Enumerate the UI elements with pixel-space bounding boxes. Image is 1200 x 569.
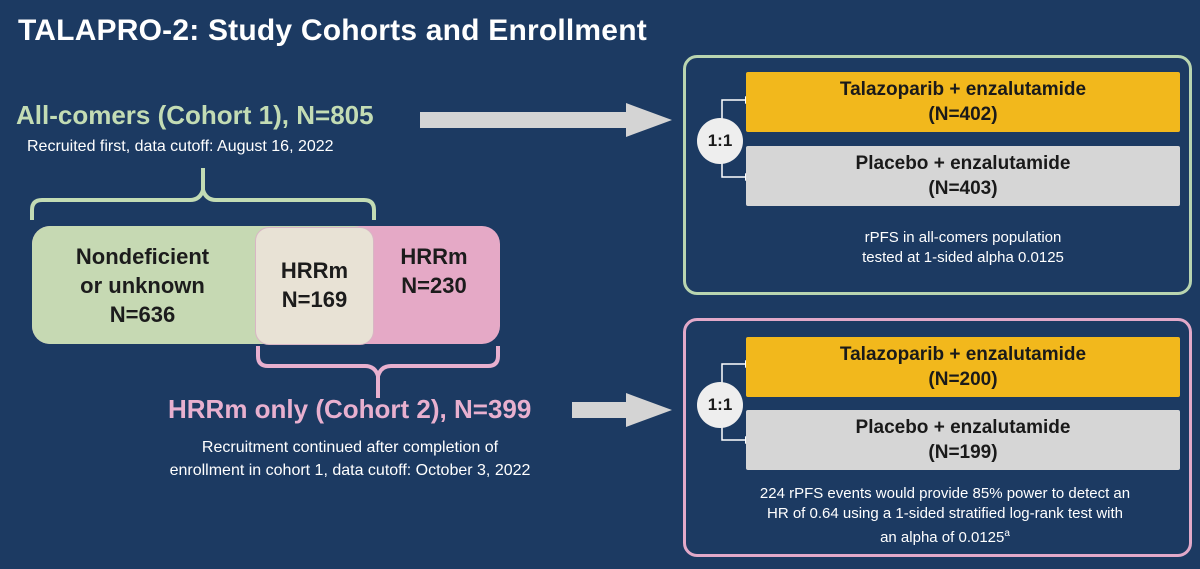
- panel1-note-line2: tested at 1-sided alpha 0.0125: [862, 249, 1064, 266]
- cohort2-title: HRRm only (Cohort 2), N=399: [168, 394, 532, 424]
- panel2-arm2-name: Placebo + enzalutamide: [855, 417, 1071, 438]
- hrrm-cohort2-count: N=230: [401, 273, 467, 298]
- panel1-note-line1: rPFS in all-comers population: [864, 229, 1062, 246]
- panel2-arm1-n: (N=200): [928, 369, 998, 390]
- panel1-arm-placebo: Placebo + enzalutamide (N=403): [746, 146, 1180, 206]
- cohort1-title: All-comers (Cohort 1), N=805: [16, 100, 374, 130]
- panel2-note-footnote: a: [1004, 528, 1010, 539]
- panel1-note: rPFS in all-comers population tested at …: [746, 228, 1180, 268]
- cohort2-bracket: [256, 346, 500, 398]
- panel2-arm-talazoparib: Talazoparib + enzalutamide (N=200): [746, 337, 1180, 397]
- cohort2-subtitle-line2: enrollment in cohort 1, data cutoff: Oct…: [169, 462, 531, 479]
- page-title: TALAPRO-2: Study Cohorts and Enrollment: [18, 14, 647, 47]
- panel1-arm-talazoparib: Talazoparib + enzalutamide (N=402): [746, 72, 1180, 132]
- panel2-arm2-n: (N=199): [928, 442, 998, 463]
- nondeficient-count: N=636: [109, 301, 176, 327]
- nondeficient-label-1: Nondeficient: [75, 243, 210, 269]
- nondeficient-label-2: or unknown: [80, 272, 205, 298]
- panel2-ratio: 1:1: [697, 382, 743, 428]
- panel2-arm1-name: Talazoparib + enzalutamide: [839, 344, 1087, 365]
- hrrm-cohort2-segment: HRRm N=230: [376, 226, 492, 344]
- panel1-arm1-n: (N=402): [928, 104, 998, 125]
- cohort2-arrow: [572, 393, 672, 427]
- hrrm-cohort1-segment-bg: [255, 227, 374, 345]
- panel2-note-line3-wrap: an alpha of 0.0125a: [700, 524, 1190, 548]
- cohort1-randomization-panel: [683, 55, 1192, 295]
- panel1-arm2-name: Placebo + enzalutamide: [855, 153, 1071, 174]
- panel2-arm-placebo: Placebo + enzalutamide (N=199): [746, 410, 1180, 470]
- cohort2-subtitle-line1: Recruitment continued after completion o…: [201, 439, 499, 456]
- hrrm-cohort1-label: HRRm: [280, 258, 349, 283]
- cohort1-arrow: [420, 103, 672, 137]
- panel2-note-line1: 224 rPFS events would provide 85% power …: [759, 485, 1131, 502]
- hrrm-cohort1-segment: HRRm N=169: [255, 226, 374, 344]
- panel1-ratio: 1:1: [697, 118, 743, 164]
- panel2-note: 224 rPFS events would provide 85% power …: [700, 484, 1190, 548]
- cohort2-subtitle: Recruitment continued after completion o…: [90, 436, 610, 482]
- cohort1-subtitle: Recruited first, data cutoff: August 16,…: [27, 138, 334, 155]
- cohort2-randomization-panel: [683, 318, 1192, 557]
- cohort1-bracket: [30, 168, 376, 220]
- panel1-arm2-n: (N=403): [928, 178, 998, 199]
- panel2-note-line2: HR of 0.64 using a 1-sided stratified lo…: [766, 505, 1123, 522]
- hrrm-cohort2-label: HRRm: [400, 244, 468, 269]
- panel1-arm1-name: Talazoparib + enzalutamide: [839, 79, 1087, 100]
- panel2-note-line3: an alpha of 0.0125: [880, 529, 1005, 546]
- hrrm-cohort1-count: N=169: [281, 287, 348, 312]
- nondeficient-segment: Nondeficient or unknown N=636: [40, 226, 245, 344]
